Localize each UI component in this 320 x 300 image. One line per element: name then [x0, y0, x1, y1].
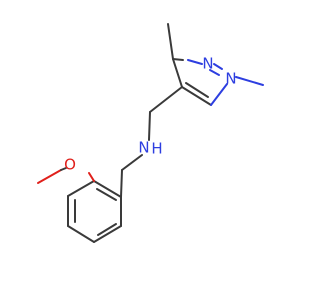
bond-c4-c3-double [185, 82, 209, 98]
bond-ar-4 [67, 225, 95, 243]
bond-n-methyl [235, 76, 264, 86]
bond-ar-2 [67, 180, 95, 197]
bond-ar-o [88, 172, 95, 182]
bond-c4-c3 [181, 86, 212, 106]
bond-ar-inner-3 [97, 223, 117, 236]
bond-ar-5 [93, 225, 122, 243]
bond-ar-inner-1 [96, 188, 117, 201]
atom-o-methoxy: O [64, 156, 76, 174]
bond-n1-n2 [213, 63, 223, 70]
atom-n-pyrazole-1: N [225, 70, 236, 88]
atom-n-pyrazole-2: N [202, 55, 213, 73]
bond-methyl-top [167, 23, 174, 60]
bond-ch2-phenyl [120, 169, 123, 198]
bond-o-methyl-gray [60, 167, 67, 171]
bond-c5-c4-a [172, 58, 183, 88]
bond-n1-n2-double [209, 69, 220, 76]
bond-n2-c5-blue [187, 59, 203, 65]
bond-c3-n1 [210, 83, 228, 106]
molecule-structure: N N N H O [37, 23, 264, 243]
bond-ch2-n [148, 111, 151, 141]
bond-ring-ch2 [149, 86, 183, 113]
bond-n-ch2-benzyl [121, 154, 143, 171]
molecule-diagram: N N N H O [37, 23, 264, 243]
bond-ar-1 [93, 180, 122, 198]
bond-c5-n1-ring [172, 58, 184, 61]
bond-o-methyl [37, 169, 62, 184]
atom-h-amine: H [151, 140, 162, 158]
atom-n-amine: N [138, 139, 149, 157]
